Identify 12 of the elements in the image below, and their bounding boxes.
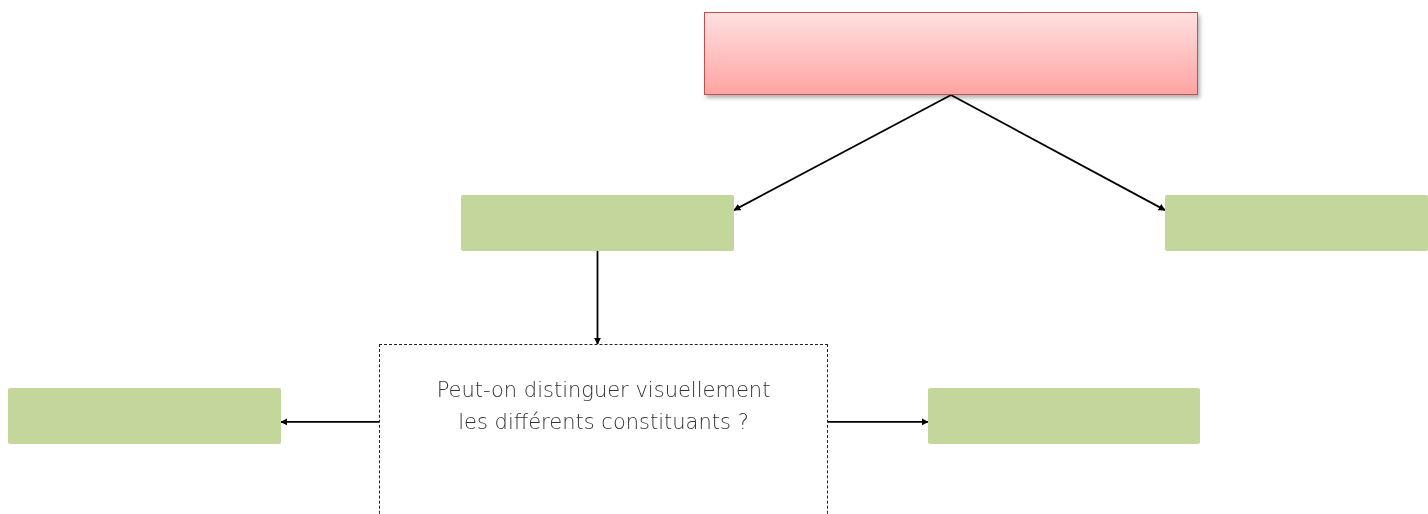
question-box <box>379 344 828 514</box>
process-box <box>704 12 1198 95</box>
question-text: Peut-on distinguer visuellement les différents constituants ? <box>435 377 772 436</box>
process-box <box>461 195 734 251</box>
arrow <box>733 94 952 211</box>
process-box <box>1165 195 1428 251</box>
process-box <box>928 388 1200 444</box>
arrow <box>950 94 1166 211</box>
arrow <box>827 418 929 426</box>
process-box <box>8 388 281 444</box>
arrow <box>280 418 380 426</box>
arrow <box>594 250 601 345</box>
